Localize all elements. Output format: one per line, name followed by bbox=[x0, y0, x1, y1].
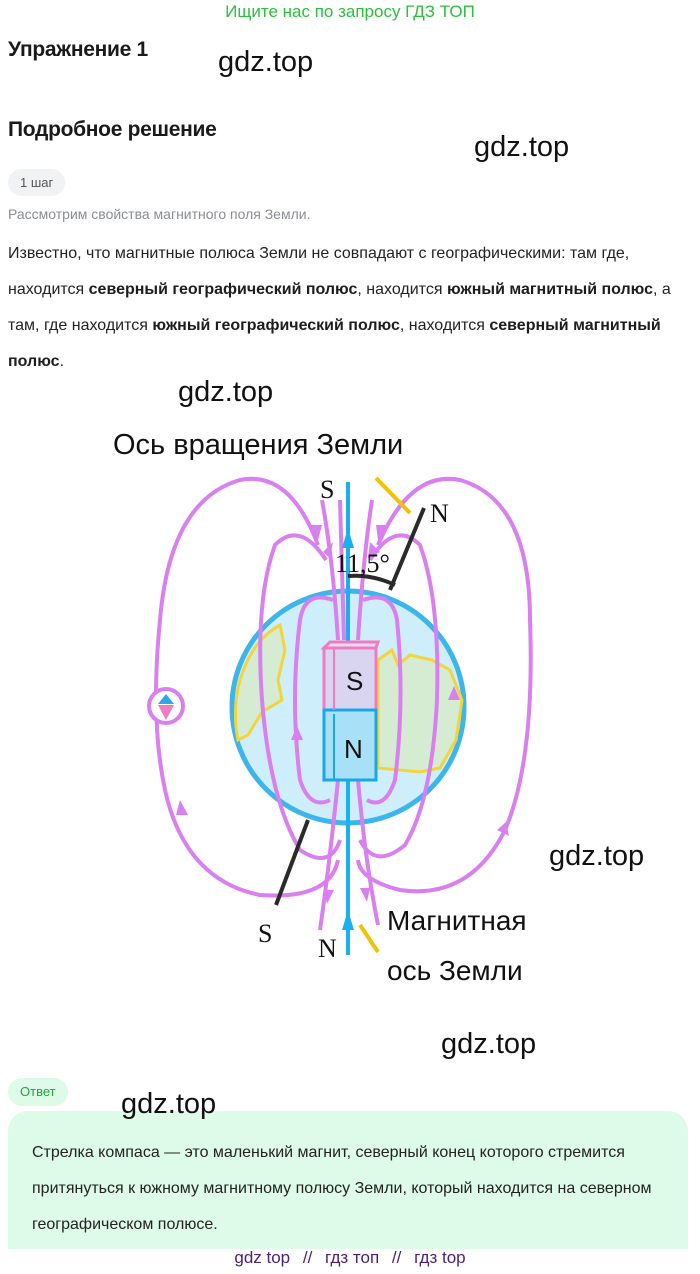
top-s-label: S bbox=[320, 475, 334, 504]
watermark: gdz.top bbox=[549, 840, 645, 872]
text: Известно, что магнитные полюса Земли не … bbox=[8, 245, 630, 298]
angle-label: 11,5° bbox=[335, 549, 390, 578]
magnetic-axis-caption-1: Магнитная bbox=[387, 905, 527, 936]
footer-separator: // bbox=[302, 1248, 313, 1267]
footer-link[interactable]: гдз топ bbox=[325, 1248, 380, 1267]
bold-term: южный географический полюс bbox=[152, 317, 400, 334]
watermark: gdz.top bbox=[441, 1028, 537, 1060]
angle-arc bbox=[347, 573, 396, 587]
answer-text: Стрелка компаса — это маленький магнит, … bbox=[32, 1144, 652, 1233]
magnetic-axis-caption-2: ось Земли bbox=[387, 955, 523, 986]
footer-link[interactable]: gdz top bbox=[234, 1248, 291, 1267]
promo-banner[interactable]: Ищите нас по запросу ГДЗ ТОП bbox=[225, 2, 475, 21]
marker-top bbox=[374, 476, 412, 515]
field-arrows bbox=[176, 525, 509, 904]
text: , находится bbox=[357, 281, 447, 298]
text: . bbox=[59, 353, 65, 370]
magnet-s-label: S bbox=[346, 666, 363, 696]
continent-right bbox=[376, 647, 464, 774]
explanation-paragraph: Известно, что магнитные полюса Земли не … bbox=[8, 236, 698, 380]
text: , находится bbox=[399, 317, 490, 334]
magnet-n-label: N bbox=[344, 734, 363, 764]
magnetic-axis-bottom bbox=[274, 819, 310, 906]
magnet-north bbox=[322, 708, 378, 782]
bold-term: южный магнитный полюс bbox=[446, 281, 654, 298]
footer-link[interactable]: гдз top bbox=[414, 1248, 466, 1267]
footer-separator: // bbox=[391, 1248, 402, 1267]
watermark: gdz.top bbox=[474, 131, 570, 163]
intro-text: Рассмотрим свойства магнитного поля Земл… bbox=[8, 206, 311, 222]
bold-term: северный географический полюс bbox=[88, 281, 358, 298]
answer-badge: Ответ bbox=[8, 1078, 68, 1106]
watermark: gdz.top bbox=[178, 376, 274, 408]
bottom-n-label: N bbox=[318, 934, 337, 963]
bold-term: северный магнитный полюс bbox=[8, 317, 661, 370]
compass-needle-north bbox=[158, 694, 174, 704]
solution-title: Подробное решение bbox=[8, 118, 217, 141]
bottom-s-label: S bbox=[258, 919, 272, 948]
answer-box bbox=[8, 1111, 688, 1249]
top-n-label: N bbox=[430, 499, 449, 528]
footer-links: gdz top // гдз топ // гдз top bbox=[0, 1248, 700, 1268]
marker-bottom bbox=[358, 923, 380, 954]
step-badge: 1 шаг bbox=[8, 169, 66, 196]
watermark: gdz.top bbox=[218, 46, 314, 78]
exercise-title: Упражнение 1 bbox=[8, 38, 148, 61]
magnetic-axis bbox=[388, 507, 426, 591]
text: , а там, где находится bbox=[8, 281, 671, 334]
watermark: gdz.top bbox=[121, 1088, 217, 1120]
diagram-title: Ось вращения Земли bbox=[113, 429, 403, 461]
compass-needle-south bbox=[158, 705, 174, 720]
